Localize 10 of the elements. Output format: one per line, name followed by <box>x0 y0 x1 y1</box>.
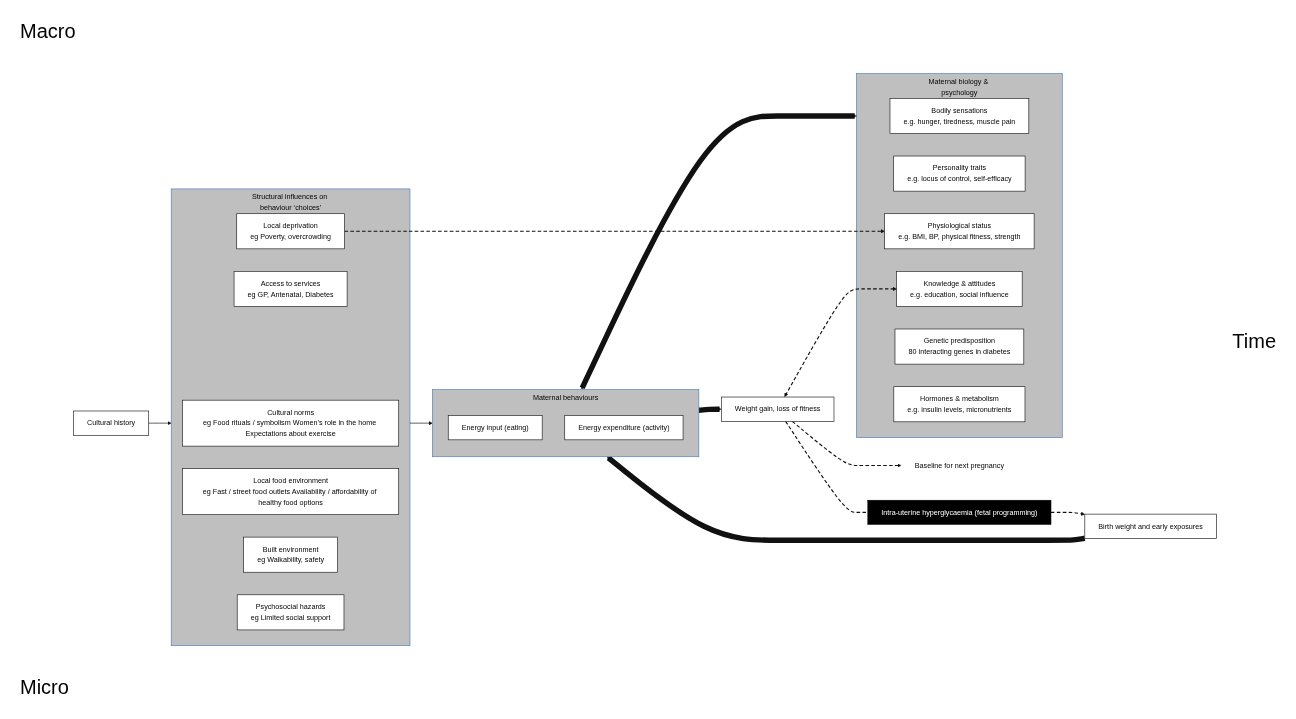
axis-label: Macro <box>20 20 76 43</box>
arrow <box>784 287 897 398</box>
arrow <box>343 229 885 234</box>
arrow <box>791 421 902 468</box>
arrow <box>1050 512 1085 517</box>
arrow <box>579 113 857 390</box>
arrow <box>698 406 722 414</box>
arrow <box>606 456 1086 544</box>
axis-label: Micro <box>20 676 69 699</box>
axis-label: Time <box>1232 330 1276 353</box>
